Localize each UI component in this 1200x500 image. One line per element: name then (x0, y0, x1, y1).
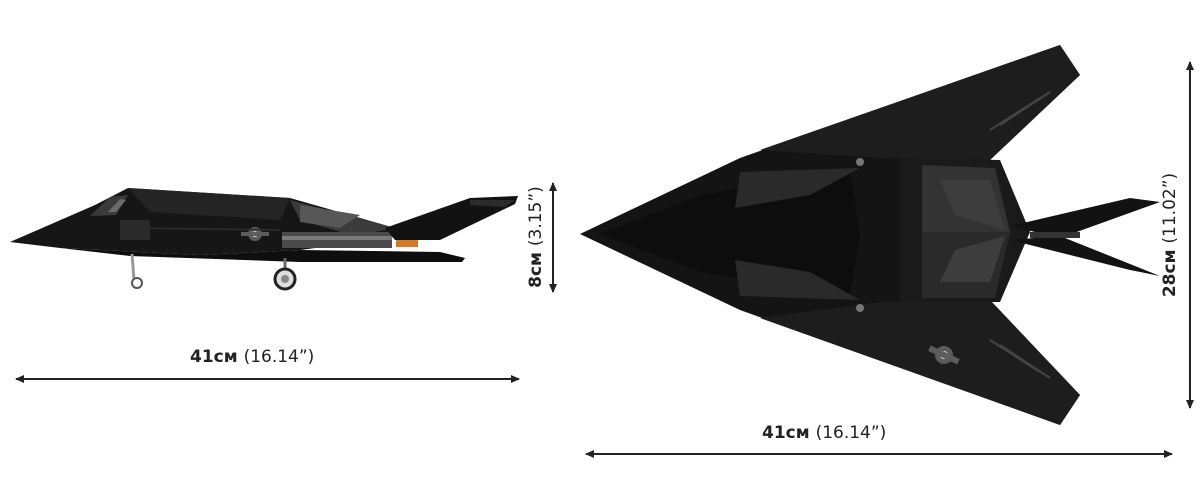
side-height-metric: 8см (526, 252, 546, 288)
side-view-aircraft (10, 188, 518, 291)
top-width-metric: 28см (1160, 249, 1180, 298)
top-length-imperial: (16.14”) (815, 423, 887, 443)
top-view-aircraft (580, 45, 1160, 425)
top-length-label: 41см (16.14”) (762, 423, 886, 443)
top-width-imperial: (11.02”) (1160, 172, 1180, 244)
top-length-metric: 41см (762, 423, 810, 443)
top-width-label: 28см (11.02”) (1160, 160, 1180, 310)
side-height-label: 8см (3.15”) (526, 175, 546, 299)
side-height-imperial: (3.15”) (526, 186, 546, 247)
side-length-label: 41см (16.14”) (190, 347, 314, 367)
side-length-metric: 41см (190, 347, 238, 367)
side-length-imperial: (16.14”) (243, 347, 315, 367)
